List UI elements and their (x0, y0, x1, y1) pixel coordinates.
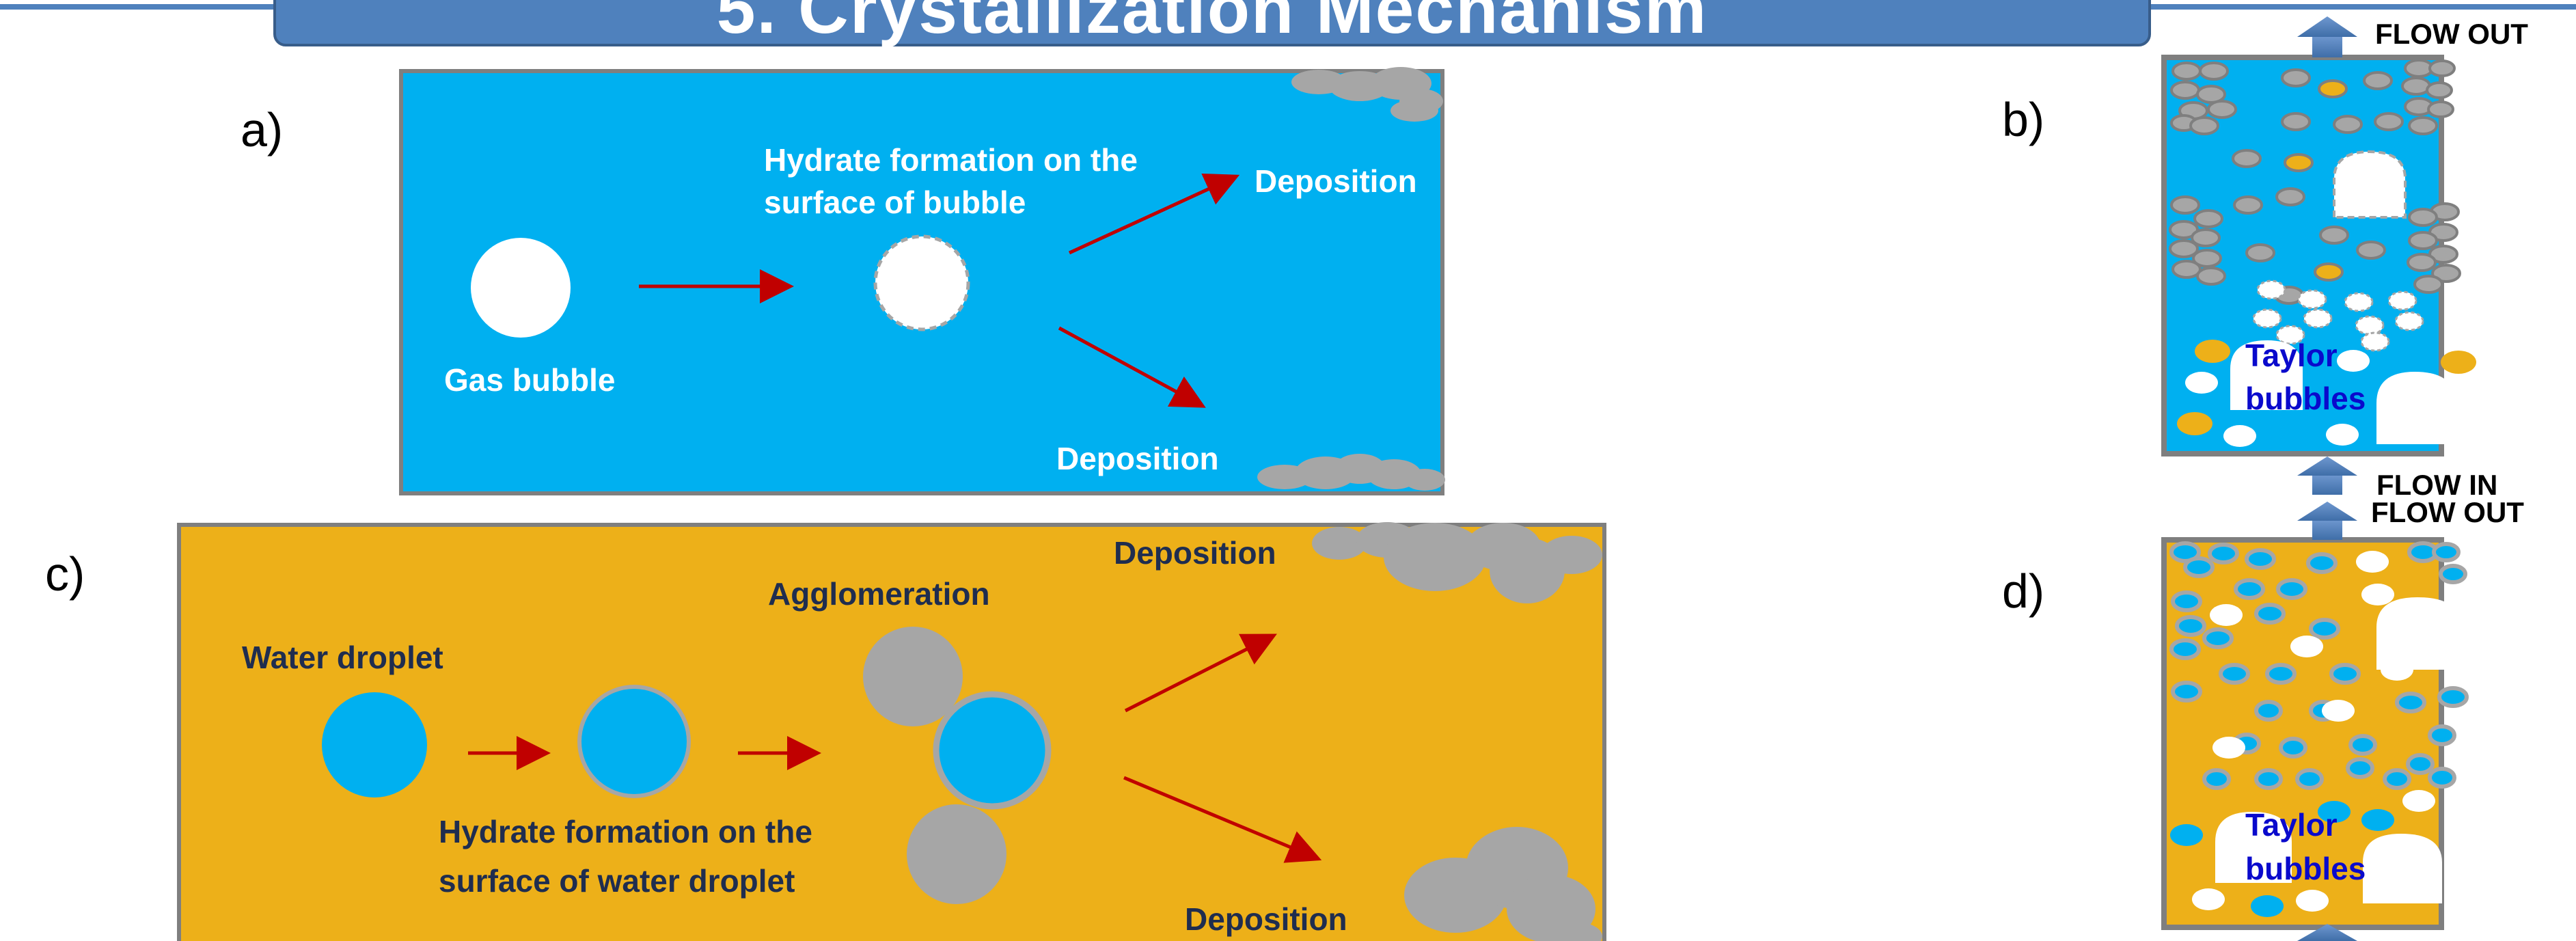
label-deposition-a-bottom: Deposition (1056, 441, 1219, 476)
panel-c (177, 522, 1606, 941)
oil-droplets-b (2284, 79, 2348, 282)
deposit-cluster-c-top (1312, 522, 1602, 603)
arrow-a-down (1058, 326, 1206, 408)
label-deposition-c-top: Deposition (1114, 535, 1276, 571)
panel-d-letter: d) (2002, 564, 2045, 618)
panel-d (2161, 502, 2469, 941)
water-droplet (322, 692, 427, 797)
gas-bubble (471, 238, 571, 338)
hydrate-capped-taylor-bubble-b (2333, 150, 2407, 219)
deposit-cluster-a-top (1291, 67, 1443, 122)
label-hydrate-formation-bubble-2: surface of bubble (764, 185, 1026, 220)
water-droplets-d (2170, 801, 2394, 917)
panel-a-letter: a) (241, 103, 284, 156)
deposit-cluster-c-bottom (1404, 827, 1602, 941)
panel-b-letter: b) (2002, 93, 2045, 146)
panel-a (399, 67, 1445, 495)
label-water-droplet: Water droplet (242, 640, 443, 675)
panel-c-frame (177, 523, 1606, 941)
arrow-c-down (1123, 776, 1322, 863)
arrow-a-up (1068, 173, 1240, 255)
taylor-bubble-b-1 (2230, 340, 2303, 410)
label-hydrate-formation-bubble-1: Hydrate formation on the (764, 142, 1138, 178)
label-gas-bubble: Gas bubble (444, 362, 616, 398)
page-title: 5. Crystallization Mechanism (716, 0, 1708, 48)
title-rule-left (0, 4, 280, 10)
taylor-bubble-d-2 (2215, 812, 2292, 883)
agglomerate-particle-top (863, 627, 963, 726)
label-flow-out-d: FLOW OUT (2371, 496, 2524, 528)
label-hydrate-formation-droplet-2: surface of water droplet (439, 863, 795, 899)
hydrate-coated-bubble (873, 234, 970, 331)
hydrate-particles-b (2169, 59, 2461, 305)
label-hydrate-formation-droplet-1: Hydrate formation on the (439, 814, 812, 849)
label-deposition-a-top: Deposition (1255, 163, 1417, 199)
flow-out-arrow-d (2297, 502, 2357, 540)
agglomerate-droplet (933, 691, 1052, 810)
taylor-bubble-d-1 (2376, 597, 2461, 670)
hydrate-coated-droplet (577, 685, 691, 798)
label-deposition-c-bottom: Deposition (1185, 901, 1347, 937)
label-taylor-b-1: Taylor (2245, 338, 2338, 373)
label-agglomeration: Agglomeration (768, 576, 990, 612)
white-bubbles-d (2192, 551, 2435, 912)
agglomerate-particle-bottom (907, 804, 1006, 904)
panel-b (2161, 16, 2476, 495)
label-taylor-d-1: Taylor (2245, 807, 2338, 843)
oil-droplets-b-lower (2177, 340, 2476, 435)
small-bubbles-b (2252, 279, 2424, 352)
panel-c-letter: c) (45, 547, 85, 601)
arrow-c-up (1124, 633, 1277, 713)
flow-out-arrow-b (2297, 16, 2357, 57)
white-bubbles-b (2185, 350, 2370, 447)
title-banner (273, 0, 2151, 46)
taylor-bubble-d-3 (2363, 834, 2442, 903)
label-flow-out-b: FLOW OUT (2375, 18, 2528, 50)
title-rule-right (2146, 4, 2576, 10)
taylor-bubble-b-2 (2376, 372, 2456, 444)
deposit-cluster-a-bottom (1257, 454, 1445, 491)
label-taylor-b-2: bubbles (2245, 381, 2366, 416)
label-flow-in-b: FLOW IN (2376, 469, 2498, 501)
label-taylor-d-2: bubbles (2245, 851, 2366, 886)
flow-in-arrow-b (2297, 456, 2357, 495)
flow-in-arrow-d (2297, 924, 2357, 941)
